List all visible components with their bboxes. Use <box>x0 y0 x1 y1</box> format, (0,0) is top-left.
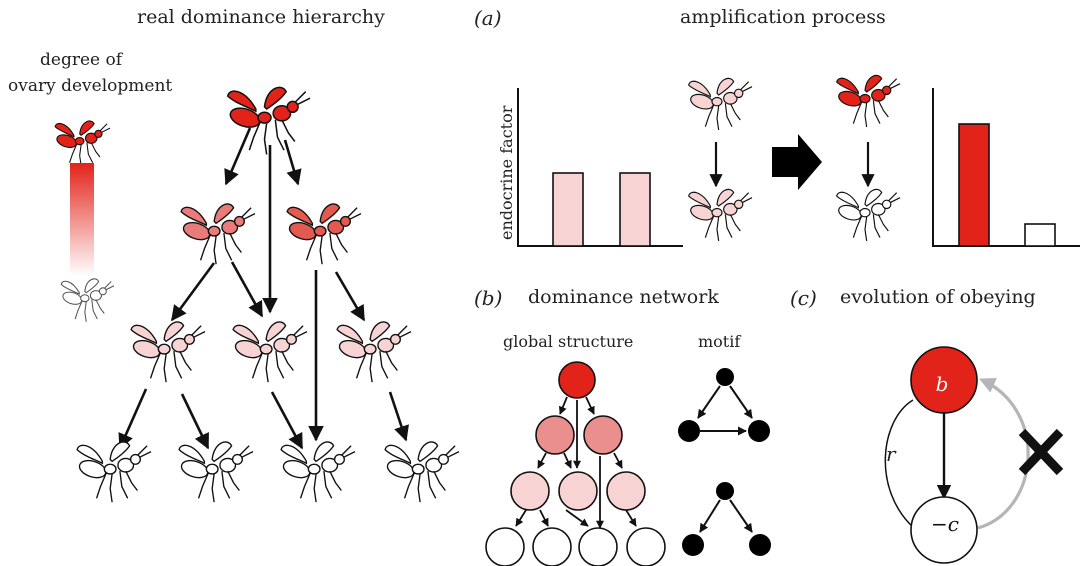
relatedness-arc <box>884 399 915 529</box>
network-node <box>626 527 666 566</box>
panel-b-title: dominance network <box>528 286 719 308</box>
network-node <box>606 471 646 511</box>
obeying-diagram <box>884 346 1064 564</box>
panel-c-title: evolution of obeying <box>840 286 1036 308</box>
node-benefit <box>910 346 978 414</box>
node-b-label: b <box>935 372 949 396</box>
cross-icon <box>1018 428 1064 476</box>
wasp-icon <box>178 441 254 503</box>
panel-a-title: amplification process <box>680 6 886 28</box>
amplification-after-chart <box>932 88 1080 247</box>
global-structure-arrows <box>515 396 637 529</box>
wasp-icon <box>836 74 901 128</box>
network-node <box>510 471 550 511</box>
wasp-icon <box>280 441 356 503</box>
ovary-scale <box>54 120 115 323</box>
motif-feedforward <box>678 368 770 442</box>
wasp-icon <box>76 441 152 503</box>
bar-after-dominant <box>958 123 990 247</box>
global-structure-nodes <box>485 361 666 566</box>
wasp-icon <box>688 77 753 131</box>
network-node <box>532 527 572 566</box>
feedback-arrow <box>977 378 1030 530</box>
wasp-icon <box>688 188 753 242</box>
network-node <box>578 527 618 566</box>
bar-before-dominant <box>552 172 584 247</box>
wasp-icon <box>384 441 460 503</box>
wasp-icon <box>180 203 256 265</box>
motif-label: motif <box>698 332 741 351</box>
hierarchy-title: real dominance hierarchy <box>137 6 385 28</box>
ovary-scale-label-line2: ovary development <box>8 76 173 96</box>
wasp-icon <box>286 203 362 265</box>
network-node <box>583 415 623 455</box>
wasp-icon <box>336 321 412 383</box>
ovary-gradient-bar <box>70 163 94 276</box>
panel-c-letter: (c) <box>790 286 817 310</box>
wasp-icon <box>836 188 901 242</box>
wasp-icon <box>226 86 311 156</box>
wasp-icon <box>60 278 115 323</box>
bar-before-subordinate <box>619 172 651 247</box>
panel-b-letter: (b) <box>474 286 503 310</box>
panel-a-letter: (a) <box>474 6 502 30</box>
ovary-scale-label-line1: degree of <box>40 50 123 70</box>
hierarchy-arrows <box>118 127 409 450</box>
node-cost <box>910 496 978 564</box>
transition-arrow-icon <box>772 134 822 190</box>
global-structure-label: global structure <box>503 332 634 351</box>
network-node <box>558 471 598 511</box>
wasp-icon <box>130 321 206 383</box>
wasp-icon <box>232 321 308 383</box>
wasp-icon <box>54 120 111 167</box>
motif-out-star <box>682 482 771 556</box>
network-node <box>535 415 575 455</box>
hierarchy-wasps <box>76 86 460 503</box>
relatedness-label: r <box>886 442 896 466</box>
network-node <box>485 527 525 566</box>
network-node-top <box>558 361 596 399</box>
amplification-before-chart <box>517 88 683 247</box>
node-c-label: −c <box>931 512 959 536</box>
bar-after-subordinate <box>1024 223 1056 247</box>
